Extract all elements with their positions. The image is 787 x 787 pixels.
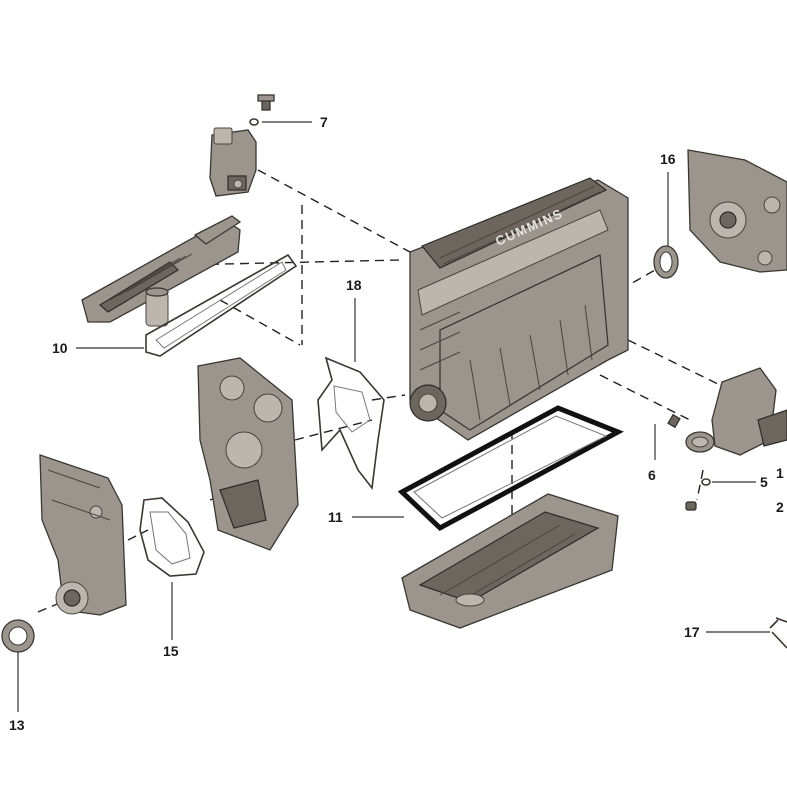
water-inlet-elbow xyxy=(685,367,787,456)
front-cover xyxy=(39,454,127,616)
gear-housing xyxy=(197,357,299,551)
part-7-valve-housing xyxy=(209,94,275,197)
callout-18: 18 xyxy=(346,277,362,293)
part-10-gasket xyxy=(145,253,298,357)
callout-2: 2 xyxy=(776,499,784,515)
callout-1: 1 xyxy=(776,465,784,481)
callout-13: 13 xyxy=(9,717,25,733)
flywheel-housing xyxy=(687,149,787,273)
part-13-front-seal xyxy=(1,619,35,653)
engine-block: CUMMINS xyxy=(409,177,629,441)
assembly-lines xyxy=(37,169,721,613)
callout-16: 16 xyxy=(660,151,676,167)
part-6-bolt xyxy=(667,413,681,429)
part-18-gasket xyxy=(317,356,385,491)
callout-5: 5 xyxy=(760,474,768,490)
callout-10: 10 xyxy=(52,340,68,356)
part-16-rear-seal xyxy=(653,245,679,279)
callout-11: 11 xyxy=(328,509,343,525)
callout-6: 6 xyxy=(648,467,656,483)
oil-pan xyxy=(401,493,619,629)
part-5-o-ring xyxy=(685,478,711,511)
callout-7: 7 xyxy=(320,114,328,130)
callouts: 7 10 18 11 15 13 16 6 5 1 2 17 xyxy=(9,114,784,733)
callout-17: 17 xyxy=(684,624,700,640)
part-15-gasket xyxy=(139,497,205,577)
part-11-oil-pan-gasket xyxy=(397,405,624,532)
part-10-oil-cooler xyxy=(81,215,242,327)
callout-15: 15 xyxy=(163,643,179,659)
part-17-gasket xyxy=(769,617,787,649)
leader-lines xyxy=(17,121,770,712)
